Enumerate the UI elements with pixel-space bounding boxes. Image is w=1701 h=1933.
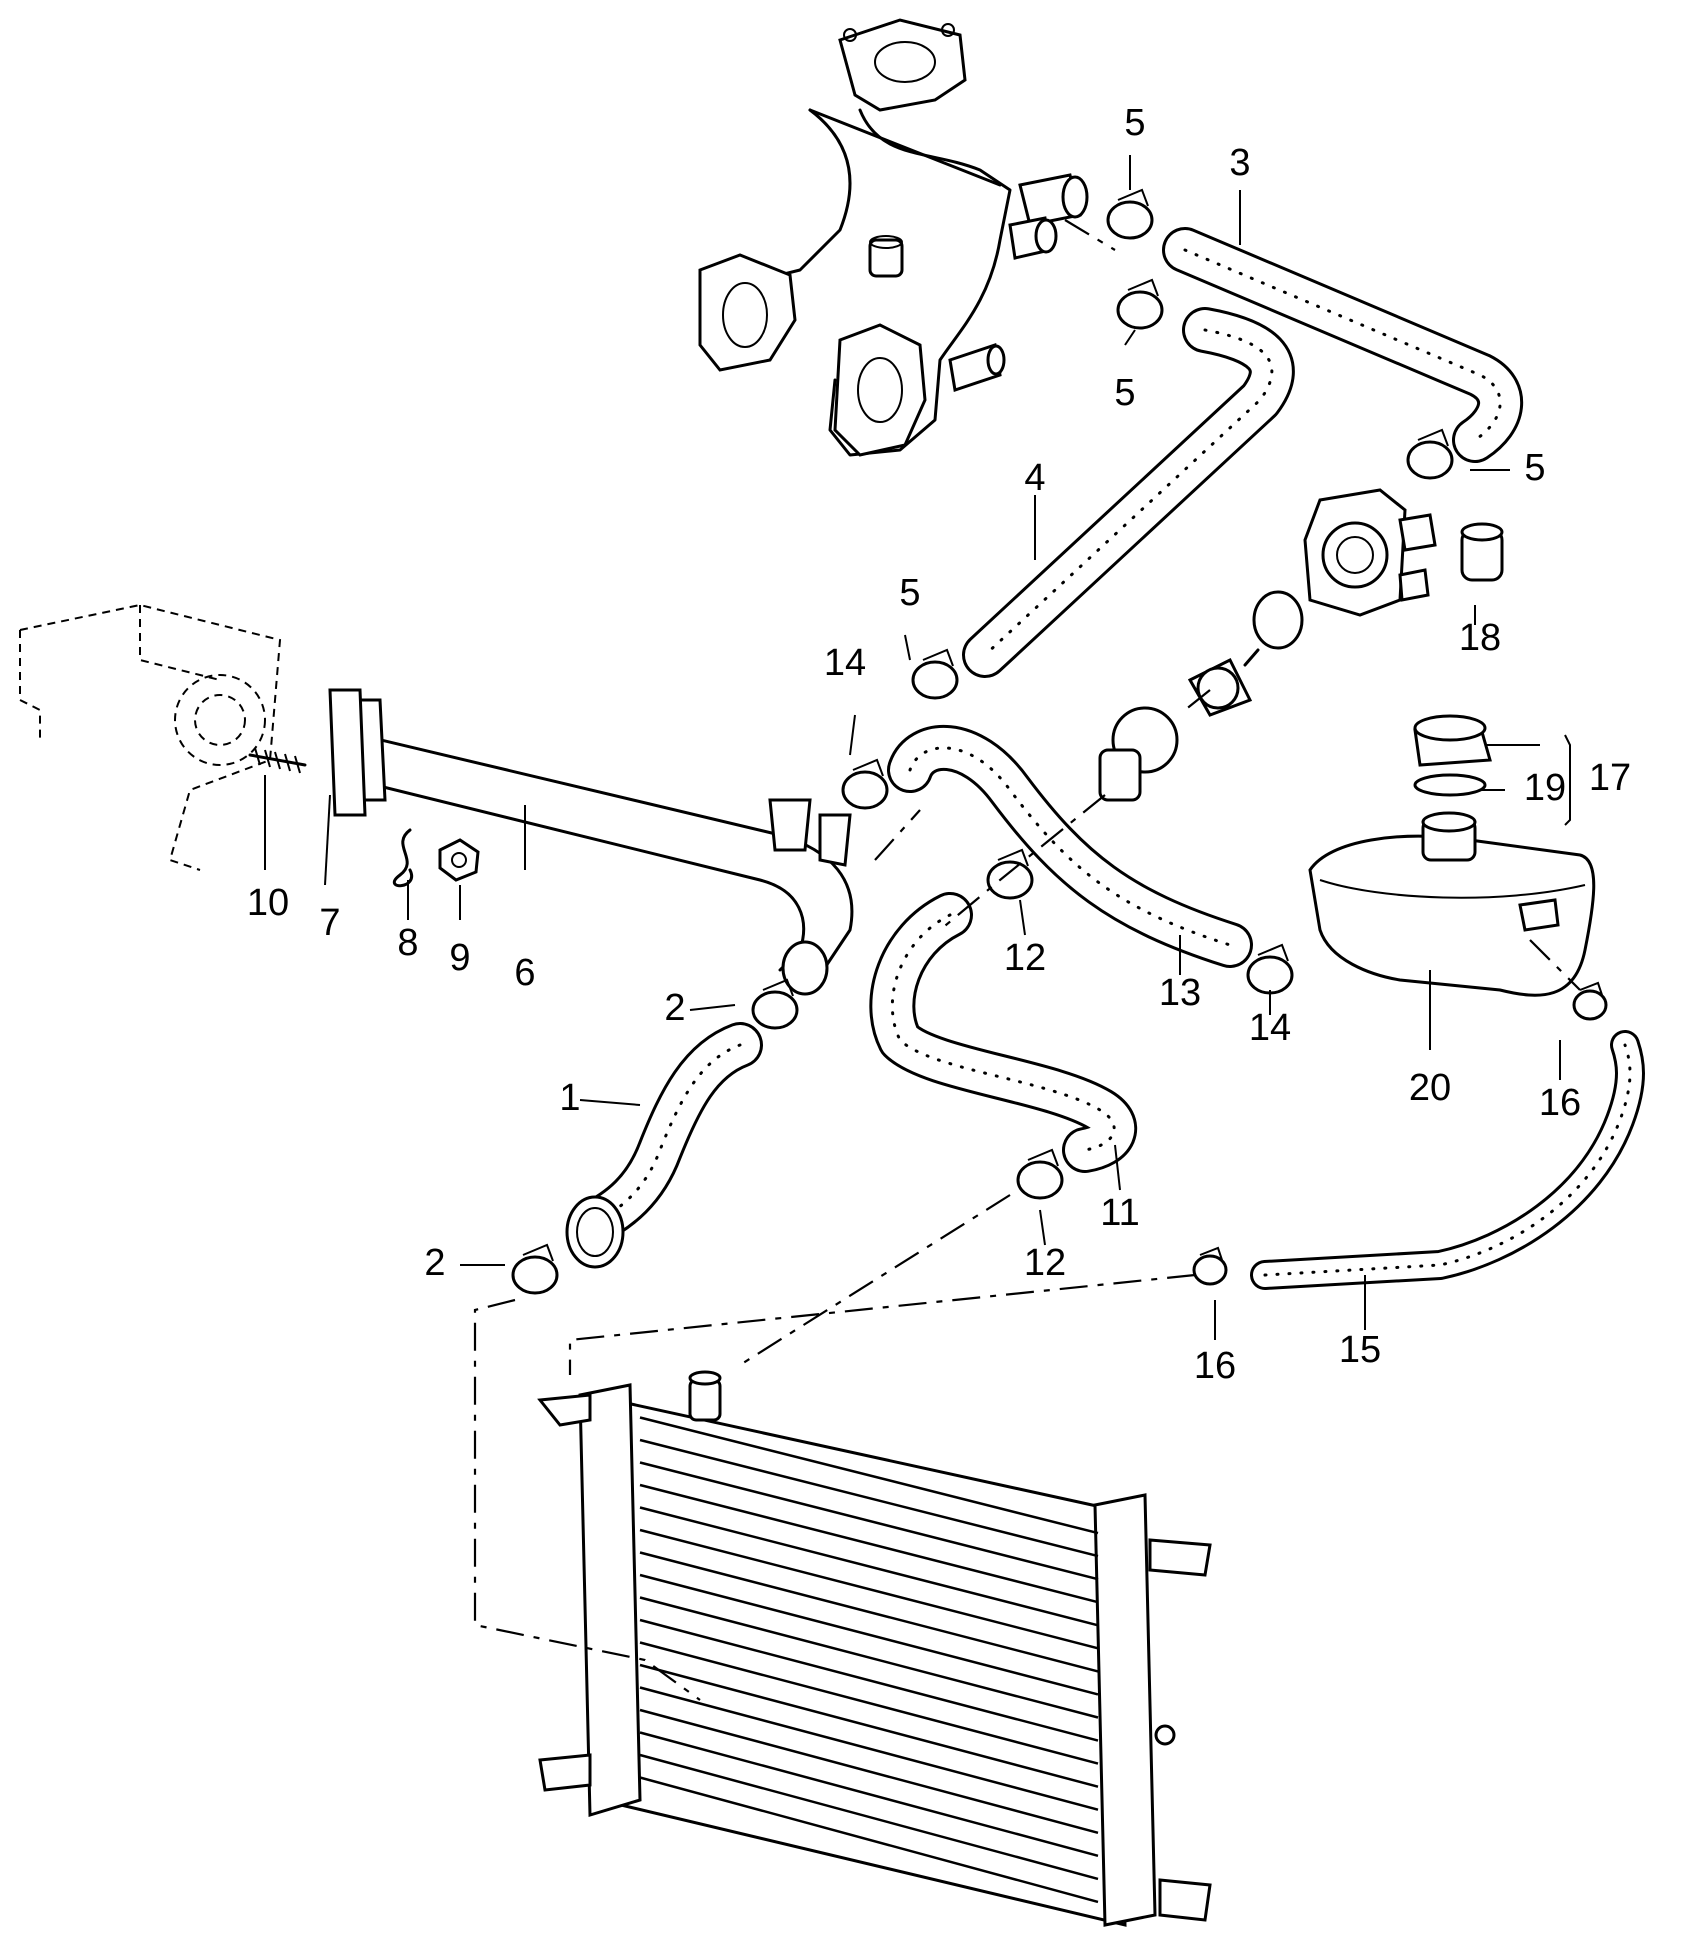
- callout-16: 16: [1194, 1345, 1236, 1387]
- hose-clamp: [1246, 943, 1294, 995]
- hose-clamp: [511, 1243, 559, 1295]
- callouts: 1 2 2 3 4 5 5 5 5 6 7 8 9 10 11 12 12 13…: [247, 102, 1631, 1387]
- callout-18: 18: [1459, 617, 1501, 659]
- thermostat: [1187, 648, 1260, 717]
- radiator-fin: [639, 1663, 1099, 1788]
- hose-clamp: [1406, 428, 1454, 480]
- callout-19: 19: [1524, 767, 1566, 809]
- callout-14: 14: [1249, 1007, 1291, 1049]
- coolant-flange-housing: [698, 18, 1089, 457]
- radiator: [537, 1370, 1212, 1927]
- radiator-fin: [639, 1573, 1099, 1696]
- radiator-fin: [639, 1708, 1099, 1835]
- callout-5: 5: [1114, 372, 1135, 414]
- radiator-fin: [639, 1461, 1099, 1581]
- expansion-tank-cap: [1413, 714, 1492, 767]
- radiator-fin: [639, 1528, 1099, 1650]
- hose-clamp: [1016, 1148, 1064, 1200]
- callout-12: 12: [1004, 937, 1046, 979]
- thermostat-housing: [1303, 488, 1437, 617]
- hose-clamp: [751, 978, 799, 1030]
- hose-clamp: [841, 758, 889, 810]
- hose-clamp: [986, 848, 1034, 900]
- callout-2: 2: [424, 1242, 445, 1284]
- callout-2: 2: [664, 987, 685, 1029]
- radiator-fin: [639, 1753, 1099, 1881]
- callout-8: 8: [397, 922, 418, 964]
- callout-1: 1: [559, 1077, 580, 1119]
- callout-10: 10: [247, 882, 289, 924]
- coolant-pipe: [328, 688, 854, 996]
- nut: [438, 838, 480, 882]
- hose-clamp: [1572, 981, 1608, 1021]
- radiator-fin: [639, 1506, 1099, 1627]
- callout-4: 4: [1024, 457, 1045, 499]
- callout-16: 16: [1539, 1082, 1581, 1124]
- hose-clamp: [1116, 278, 1164, 330]
- expansion-tank: [1308, 811, 1596, 997]
- hose-clamp: [1106, 188, 1154, 240]
- callout-5: 5: [1124, 102, 1145, 144]
- callout-3: 3: [1229, 142, 1250, 184]
- radiator-fin: [639, 1416, 1099, 1535]
- radiator-fin: [639, 1731, 1099, 1858]
- clip: [392, 828, 414, 888]
- radiator-fin: [639, 1438, 1099, 1558]
- cap: [1460, 522, 1504, 582]
- callout-6: 6: [514, 952, 535, 994]
- hose-3: [1162, 227, 1524, 463]
- callout-20: 20: [1409, 1067, 1451, 1109]
- callout-9: 9: [449, 937, 470, 979]
- callout-17: 17: [1589, 757, 1631, 799]
- hose-4: [962, 307, 1295, 678]
- hose-clamp: [911, 648, 959, 700]
- callout-11: 11: [1100, 1192, 1139, 1234]
- o-ring: [1252, 590, 1304, 650]
- radiator-fin: [639, 1596, 1099, 1719]
- hose-13: [887, 724, 1253, 968]
- engine-block-outline: [19, 603, 282, 871]
- hose-15: [1250, 1030, 1645, 1290]
- callout-12: 12: [1024, 1242, 1066, 1284]
- connection-lines: [473, 219, 1581, 1701]
- callout-15: 15: [1339, 1329, 1381, 1371]
- seal: [1413, 773, 1487, 797]
- radiator-fin: [639, 1686, 1099, 1811]
- callout-5: 5: [899, 572, 920, 614]
- thermostat-cover: [1098, 706, 1179, 802]
- callout-5: 5: [1524, 447, 1545, 489]
- callout-14: 14: [824, 642, 866, 684]
- radiator-fin: [639, 1551, 1099, 1673]
- stud: [248, 747, 307, 774]
- leader-lines: [264, 155, 1571, 1340]
- radiator-fin: [639, 1483, 1099, 1604]
- hose-1: [565, 1022, 763, 1269]
- callout-13: 13: [1159, 972, 1201, 1014]
- callout-7: 7: [319, 902, 340, 944]
- radiator-fin: [639, 1641, 1099, 1765]
- radiator-fin: [639, 1618, 1099, 1742]
- hose-clamp: [1192, 1246, 1228, 1286]
- hose-11: [869, 892, 1137, 1173]
- radiator-fin: [639, 1776, 1099, 1904]
